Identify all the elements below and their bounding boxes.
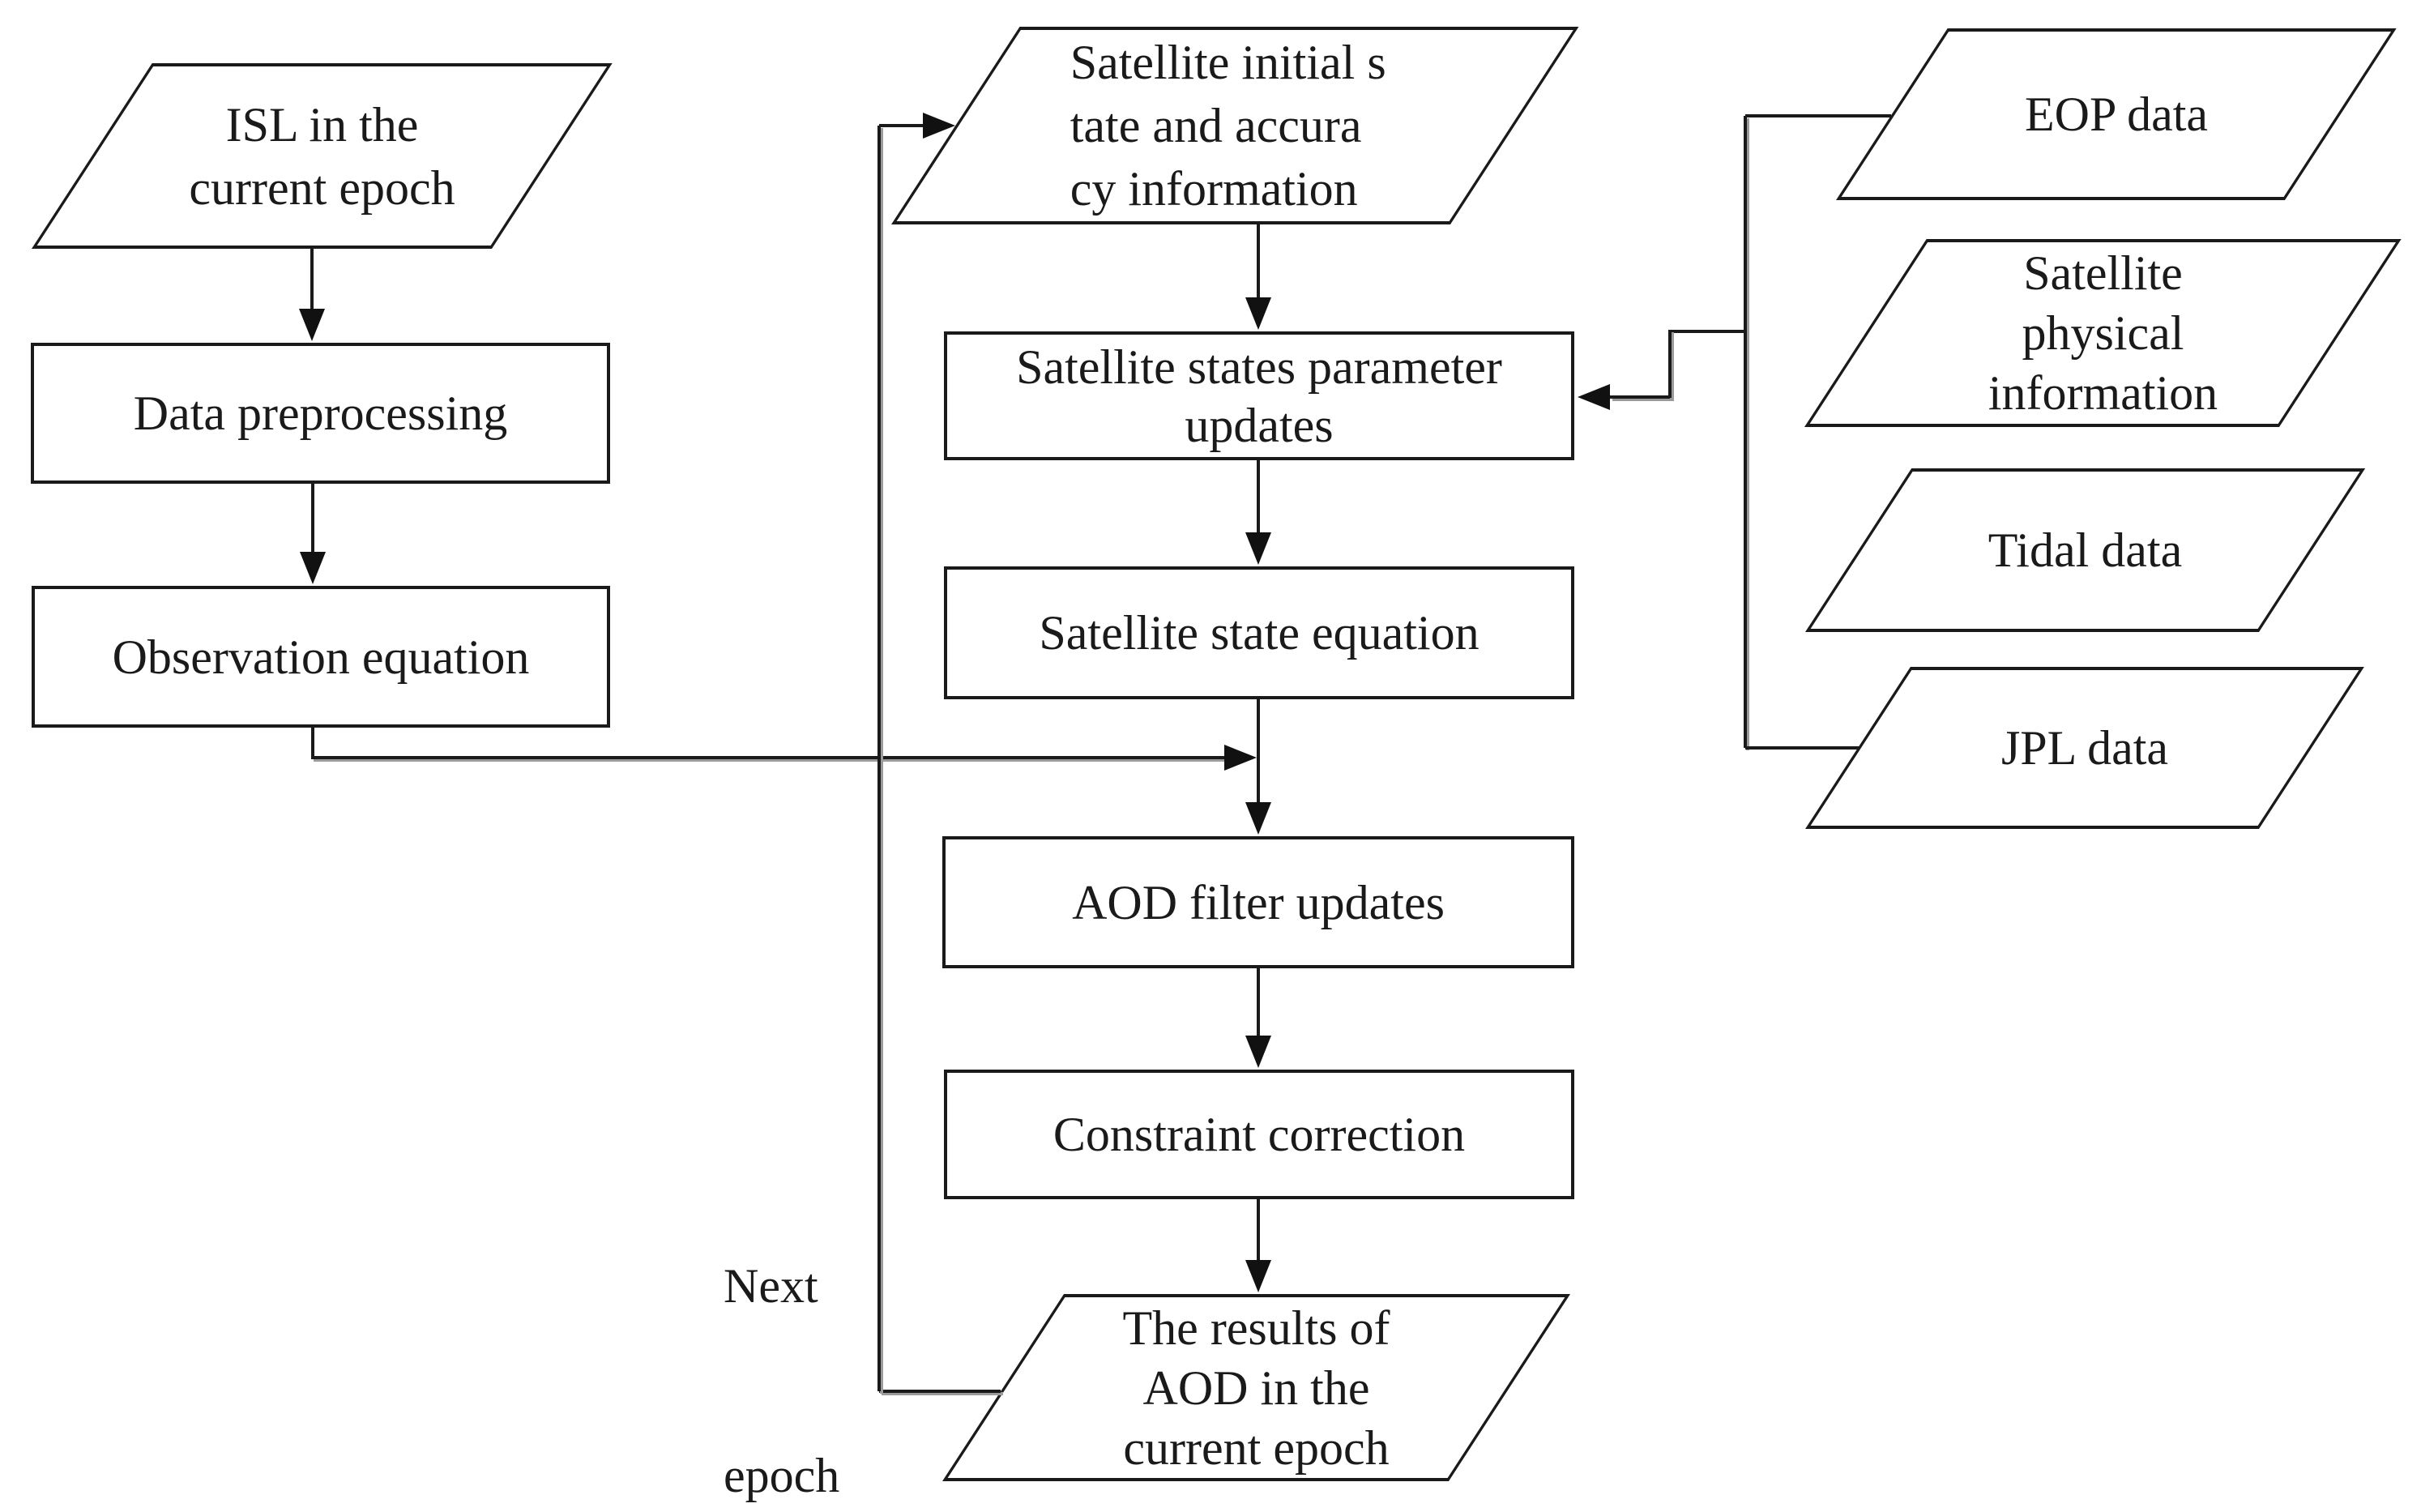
aod-filter-updates-label: AOD filter updates bbox=[1072, 875, 1445, 929]
arrow-aod-to-constraint-line bbox=[1257, 968, 1260, 1037]
node-aod-filter-updates: AOD filter updates bbox=[942, 836, 1574, 968]
node-eop-data: EOP data bbox=[1836, 28, 2397, 200]
satellite-initial-label-line1: Satellite initial s bbox=[1070, 36, 1386, 89]
satellite-states-parameter-updates-label: Satellite states parameter updates bbox=[947, 335, 1571, 457]
observation-exit-arrowhead bbox=[1224, 745, 1257, 771]
node-isl-input: ISL in the current epoch bbox=[32, 63, 613, 249]
node-jpl-data: JPL data bbox=[1805, 667, 2364, 829]
node-tidal-data: Tidal data bbox=[1805, 468, 2366, 632]
bus-to-updates-lower-horizontal bbox=[1610, 395, 1670, 399]
aod-results-label-line1: The results of bbox=[1122, 1301, 1390, 1355]
aod-results-label-line2: AOD in the bbox=[1142, 1360, 1370, 1415]
node-satellite-physical-information: Satellite physical information bbox=[1804, 239, 2402, 427]
bus-to-updates-vertical bbox=[1668, 330, 1672, 399]
node-satellite-state-equation: Satellite state equation bbox=[944, 566, 1574, 699]
feedback-top-horizontal bbox=[879, 124, 923, 127]
sspu-label-line2: updates bbox=[1185, 398, 1334, 452]
arrow-initial-to-updates-line bbox=[1257, 224, 1260, 299]
data-preprocessing-label: Data preprocessing bbox=[133, 387, 508, 440]
satellite-physical-label: Satellite physical information bbox=[1804, 239, 2402, 427]
arrow-preprocessing-to-observation-head bbox=[300, 552, 326, 584]
arrow-initial-to-updates-head bbox=[1245, 297, 1271, 330]
node-aod-results: The results of AOD in the current epoch bbox=[942, 1294, 1571, 1481]
satellite-physical-label-line3: information bbox=[1988, 366, 2218, 420]
jpl-data-label: JPL data bbox=[2000, 721, 2169, 775]
isl-label-line2: current epoch bbox=[189, 160, 455, 215]
aod-results-label: The results of AOD in the current epoch bbox=[942, 1294, 1570, 1481]
satellite-initial-label: Satellite initial s tate and accura cy i… bbox=[891, 27, 1579, 224]
feedback-arrowhead bbox=[923, 113, 955, 139]
node-observation-equation: Observation equation bbox=[32, 586, 610, 728]
satellite-physical-label-line1: Satellite bbox=[2023, 246, 2183, 300]
feedback-bottom-horizontal bbox=[879, 1390, 1001, 1393]
observation-exit-horizontal bbox=[311, 756, 1224, 759]
right-bus-vertical bbox=[1744, 116, 1747, 748]
arrow-state-equation-to-aod-line bbox=[1257, 699, 1260, 804]
arrow-updates-to-state-equation-line bbox=[1257, 460, 1260, 534]
satellite-initial-label-line2: tate and accura bbox=[1070, 99, 1362, 152]
feedback-vertical bbox=[877, 126, 881, 1391]
next-epoch-line1: Next bbox=[724, 1259, 818, 1313]
tidal-data-label: Tidal data bbox=[1988, 523, 2183, 577]
arrow-preprocessing-to-observation-line bbox=[311, 484, 314, 553]
node-satellite-initial-state: Satellite initial s tate and accura cy i… bbox=[891, 27, 1579, 224]
observation-equation-label: Observation equation bbox=[112, 630, 530, 684]
aod-results-label-line3: current epoch bbox=[1123, 1420, 1390, 1475]
jpl-connector bbox=[1745, 746, 1860, 750]
bus-to-updates-arrowhead bbox=[1578, 384, 1610, 410]
arrow-updates-to-state-equation-head bbox=[1245, 532, 1271, 565]
constraint-correction-label: Constraint correction bbox=[1053, 1108, 1466, 1161]
node-satellite-states-parameter-updates: Satellite states parameter updates bbox=[944, 331, 1574, 460]
bus-to-updates-upper-horizontal bbox=[1668, 330, 1747, 333]
isl-label: ISL in the current epoch bbox=[32, 63, 613, 249]
arrow-aod-to-constraint-head bbox=[1245, 1036, 1271, 1068]
satellite-physical-label-line2: physical bbox=[2022, 306, 2184, 360]
arrow-constraint-to-results-head bbox=[1245, 1260, 1271, 1292]
arrow-constraint-to-results-line bbox=[1257, 1199, 1260, 1262]
eop-data-label: EOP data bbox=[2024, 88, 2209, 141]
arrow-state-equation-to-aod-head bbox=[1245, 802, 1271, 835]
node-constraint-correction: Constraint correction bbox=[944, 1070, 1574, 1199]
arrow-isl-to-preprocessing-line bbox=[310, 249, 314, 310]
eop-connector bbox=[1745, 114, 1891, 117]
next-epoch-line2: epoch bbox=[724, 1449, 840, 1502]
observation-exit-stub bbox=[311, 728, 314, 759]
satellite-state-equation-label: Satellite state equation bbox=[1039, 606, 1480, 660]
node-data-preprocessing: Data preprocessing bbox=[31, 343, 610, 484]
arrow-isl-to-preprocessing-head bbox=[299, 309, 325, 341]
satellite-initial-label-line3: cy information bbox=[1070, 162, 1358, 216]
isl-label-line1: ISL in the bbox=[225, 97, 419, 152]
next-epoch-annotation: Next epoch bbox=[724, 1128, 839, 1512]
sspu-label-line1: Satellite states parameter bbox=[1016, 340, 1502, 394]
